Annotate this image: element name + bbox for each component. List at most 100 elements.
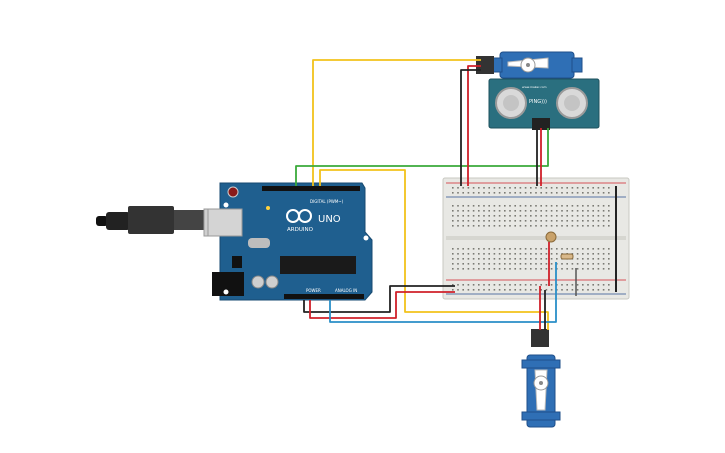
breadboard-hole bbox=[550, 253, 553, 255]
breadboard-hole bbox=[540, 220, 542, 222]
breadboard-hole bbox=[550, 248, 553, 250]
resistor bbox=[560, 253, 574, 260]
breadboard-hole bbox=[524, 192, 527, 194]
breadboard-hole bbox=[452, 253, 454, 255]
breadboard-hole bbox=[467, 253, 470, 255]
breadboard-hole bbox=[514, 225, 516, 227]
breadboard-hole bbox=[467, 205, 470, 207]
breadboard-hole bbox=[561, 192, 563, 194]
breadboard-hole bbox=[608, 258, 610, 260]
breadboard-hole bbox=[483, 205, 485, 207]
breadboard-hole bbox=[561, 268, 563, 270]
breadboard-hole bbox=[556, 187, 558, 189]
breadboard-hole bbox=[576, 215, 579, 217]
servo-bottom-tab-top bbox=[521, 359, 561, 369]
breadboard-hole bbox=[561, 187, 563, 189]
breadboard-hole bbox=[545, 205, 548, 207]
breadboard-hole bbox=[467, 225, 470, 227]
voltage-regulator bbox=[232, 256, 242, 268]
capacitor-1 bbox=[251, 275, 265, 289]
breadboard-hole bbox=[566, 263, 568, 265]
breadboard-hole bbox=[452, 248, 454, 250]
breadboard-hole bbox=[540, 225, 542, 227]
breadboard-hole bbox=[452, 225, 454, 227]
breadboard-hole bbox=[524, 284, 527, 286]
breadboard-hole bbox=[509, 263, 511, 265]
breadboard-hole bbox=[519, 253, 522, 255]
breadboard-hole bbox=[498, 187, 501, 189]
breadboard-hole bbox=[472, 248, 475, 250]
wire-red-5v bbox=[309, 291, 455, 319]
breadboard-hole bbox=[472, 215, 475, 217]
breadboard-hole bbox=[483, 215, 485, 217]
breadboard-hole bbox=[483, 220, 485, 222]
breadboard-hole bbox=[582, 215, 584, 217]
breadboard-hole bbox=[535, 263, 537, 265]
breadboard-hole bbox=[488, 220, 490, 222]
breadboard-hole bbox=[452, 263, 454, 265]
breadboard-hole bbox=[493, 263, 496, 265]
breadboard-hole bbox=[535, 258, 537, 260]
breadboard-hole bbox=[457, 220, 459, 222]
breadboard-hole bbox=[561, 205, 563, 207]
breadboard-hole bbox=[514, 263, 516, 265]
breadboard-hole bbox=[493, 253, 496, 255]
breadboard-hole bbox=[457, 225, 459, 227]
breadboard-hole bbox=[597, 215, 600, 217]
breadboard-hole bbox=[608, 215, 610, 217]
breadboard-hole bbox=[462, 253, 464, 255]
breadboard-hole bbox=[587, 268, 589, 270]
breadboard-hole bbox=[519, 205, 522, 207]
breadboard-hole bbox=[478, 248, 480, 250]
crystal bbox=[248, 238, 270, 248]
breadboard-hole bbox=[587, 205, 589, 207]
breadboard-hole bbox=[514, 284, 516, 286]
breadboard-hole bbox=[530, 289, 532, 291]
breadboard-hole bbox=[488, 215, 490, 217]
breadboard-hole bbox=[602, 187, 605, 189]
breadboard-hole bbox=[457, 258, 459, 260]
breadboard-hole bbox=[592, 258, 594, 260]
breadboard-hole bbox=[493, 248, 496, 250]
breadboard-hole bbox=[608, 248, 610, 250]
breadboard-hole bbox=[592, 192, 594, 194]
breadboard-hole bbox=[540, 268, 542, 270]
breadboard-hole bbox=[467, 284, 470, 286]
breadboard-hole bbox=[462, 225, 464, 227]
breadboard-hole bbox=[592, 205, 594, 207]
breadboard-hole bbox=[472, 284, 475, 286]
breadboard-hole bbox=[483, 253, 485, 255]
breadboard-hole bbox=[602, 192, 605, 194]
breadboard-hole bbox=[498, 263, 501, 265]
breadboard-hole bbox=[608, 187, 610, 189]
breadboard-hole bbox=[478, 258, 480, 260]
breadboard-hole bbox=[535, 225, 537, 227]
breadboard-hole bbox=[530, 258, 532, 260]
breadboard-hole bbox=[504, 258, 506, 260]
breadboard-hole bbox=[524, 258, 527, 260]
breadboard-hole bbox=[530, 284, 532, 286]
breadboard-hole bbox=[530, 215, 532, 217]
breadboard-hole bbox=[498, 268, 501, 270]
breadboard-hole bbox=[556, 192, 558, 194]
breadboard-hole bbox=[597, 187, 600, 189]
breadboard-hole bbox=[509, 268, 511, 270]
capacitor-2 bbox=[265, 275, 279, 289]
breadboard-hole bbox=[509, 258, 511, 260]
breadboard-hole bbox=[519, 210, 522, 212]
breadboard-hole bbox=[462, 215, 464, 217]
breadboard-hole bbox=[545, 225, 548, 227]
breadboard-hole bbox=[571, 268, 574, 270]
breadboard-hole bbox=[504, 205, 506, 207]
breadboard-hole bbox=[561, 284, 563, 286]
sensor-small-text: www.maker.com bbox=[522, 85, 547, 89]
breadboard-hole bbox=[550, 220, 553, 222]
mount-hole-3 bbox=[363, 235, 369, 241]
breadboard-hole bbox=[519, 215, 522, 217]
breadboard-hole bbox=[457, 192, 459, 194]
breadboard-hole bbox=[472, 192, 475, 194]
arduino-logo-text: ARDUINO bbox=[287, 227, 314, 233]
servo-bottom-screw bbox=[539, 381, 543, 385]
breadboard-hole bbox=[467, 220, 470, 222]
breadboard-hole bbox=[498, 192, 501, 194]
